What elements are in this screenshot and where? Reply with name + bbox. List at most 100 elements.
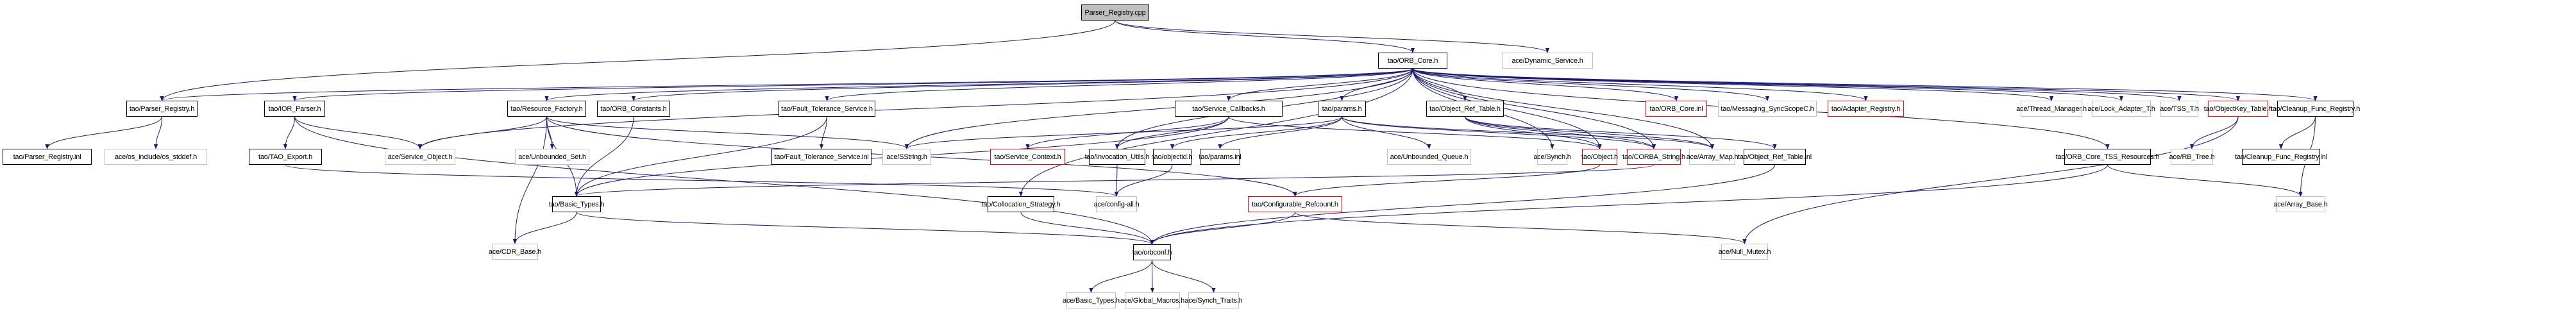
node-orb-core-tss-resources-h[interactable]: tao/ORB_Core_TSS_Resources.h [2056, 149, 2160, 165]
edge-orb_core_h-to-ft_service_h [825, 68, 1413, 101]
node-adapter-registry-h[interactable]: tao/Adapter_Registry.h [1828, 101, 1904, 117]
edge-orb_core_h-to-cleanup_func_h [1412, 68, 2318, 101]
node-service-callbacks-h[interactable]: tao/Service_Callbacks.h [1175, 101, 1283, 117]
node-params-h[interactable]: tao/params.h [1318, 101, 1366, 117]
edge-orb_core_h-to-messaging_syncscope [1412, 68, 1770, 101]
node-array-base-h: ace/Array_Base.h [2273, 196, 2328, 212]
node-unbounded-set-h: ace/Unbounded_Set.h [515, 149, 589, 165]
node-orb-constants-h[interactable]: tao/ORB_Constants.h [597, 101, 670, 117]
edge-resource_factory-to-service_object [417, 116, 547, 149]
node-tao-export-h[interactable]: tao/TAO_Export.h [249, 149, 322, 165]
edge-collocation_strategy-to-orbconf [1020, 212, 1154, 245]
edge-parser_registry_h-to-os_stddef [153, 116, 162, 149]
edge-service_callbacks-to-object_h [1228, 116, 1602, 149]
edge-root-to-parser_registry_h [160, 20, 1116, 101]
edge-resource_factory-to-unbounded_set [546, 116, 555, 149]
edge-orb_core_h-to-adapter_registry [1412, 68, 1868, 101]
node-lock-adapter-t-h: ace/Lock_Adapter_T.h [2087, 101, 2155, 117]
node-global-macros-h: ace/Global_Macros.h [1120, 292, 1184, 308]
edge-orb_core_h-to-orb_constants [632, 68, 1413, 101]
node-orb-core-h[interactable]: tao/ORB_Core.h [1378, 53, 1447, 69]
node-orb-core-inl[interactable]: tao/ORB_Core.inl [1646, 101, 1707, 117]
node-parser-registry-h[interactable]: tao/Parser_Registry.h [126, 101, 198, 117]
edge-object_ref_table_h-to-corba_string [1465, 116, 1656, 149]
edge-object_ref_table_inl-to-orbconf [1150, 164, 1775, 245]
node-fault-tolerance-service-h[interactable]: tao/Fault_Tolerance_Service.h [779, 101, 875, 117]
node-cleanup-func-registry-h[interactable]: tao/Cleanup_Func_Registry.h [2271, 101, 2360, 117]
edge-root-to-orb_core_h [1115, 20, 1415, 53]
edge-objectkey_table-to-null_mutex [1742, 116, 2239, 244]
edge-root-to-dynamic_service [1115, 20, 1550, 53]
edge-orbconf-to-synch_traits [1152, 260, 1216, 293]
edge-orb_core_h-to-objectkey_table [1412, 68, 2240, 101]
node-ior-parser-h[interactable]: tao/IOR_Parser.h [264, 101, 325, 117]
edge-orb_core_h-to-lock_adapter [1412, 68, 2123, 101]
node-collocation-strategy-h[interactable]: tao/Collocation_Strategy.h [982, 196, 1061, 212]
edge-orb_core_h-to-corba_string [1412, 68, 1656, 149]
node-resource-factory-h[interactable]: tao/Resource_Factory.h [507, 101, 586, 117]
edge-resource_factory-to-sstring [546, 116, 909, 149]
edge-corba_string-to-tao_basic_types [575, 164, 1654, 197]
node-object-h[interactable]: tao/Object.h [1581, 149, 1618, 165]
edge-object_ref_table_h-to-array_map [1465, 116, 1715, 149]
edge-orbconf-to-global_macros [1150, 260, 1155, 293]
edge-ft_service_h-to-ft_service_inl [819, 116, 827, 149]
node-object-ref-table-inl[interactable]: tao/Object_Ref_Table.inl [1738, 149, 1812, 165]
node-corba-string-h[interactable]: tao/CORBA_String.h [1622, 149, 1685, 165]
edge-orb_core_tss-to-orbconf [1150, 164, 2108, 245]
edge-orb_core_h-to-orb_core_inl [1412, 68, 1679, 101]
node-dynamic-service-h: ace/Dynamic_Service.h [1502, 53, 1593, 69]
node-os-stddef-h: ace/os_include/os_stddef.h [105, 149, 207, 165]
node-unbounded-queue-h: ace/Unbounded_Queue.h [1387, 149, 1471, 165]
node-cdr-base-h: ace/CDR_Base.h [489, 244, 541, 260]
edge-ior_parser-to-orbconf [294, 116, 1154, 245]
node-synch-h: ace/Synch.h [1533, 149, 1571, 165]
node-fault-tolerance-service-inl[interactable]: tao/Fault_Tolerance_Service.inl [771, 149, 871, 165]
edge-configurable_refcount-to-orbconf [1150, 212, 1295, 245]
edge-orb_core_h-to-array_map [1412, 68, 1715, 149]
edge-orb_core_h-to-object_h [1412, 68, 1602, 149]
edge-objectkey_table-to-rb_tree [2189, 116, 2239, 149]
node-cleanup-func-registry-inl[interactable]: tao/Cleanup_Func_Registry.inl [2235, 149, 2327, 165]
edge-object_ref_table_h-to-object_h [1465, 116, 1602, 149]
node-ace-basic-types-h: ace/Basic_Types.h [1063, 292, 1120, 308]
edge-params_h-to-unbounded_queue [1342, 116, 1431, 149]
edge-configurable_refcount-to-null_mutex [1295, 212, 1747, 244]
edge-ior_parser-to-service_object [294, 116, 423, 149]
node-parser-registry-cpp: Parser_Registry.cpp [1081, 4, 1149, 21]
node-objectid-h[interactable]: tao/objectid.h [1152, 149, 1193, 165]
node-array-map-h: ace/Array_Map.h [1687, 149, 1738, 165]
edge-params_h-to-array_map [1342, 116, 1715, 149]
edge-orb_core_h-to-tss_t [1412, 68, 2182, 101]
node-invocation-utils-h[interactable]: tao/Invocation_Utils.h [1085, 149, 1150, 165]
edge-object_h-to-configurable_refcount [1293, 164, 1600, 197]
node-tao-basic-types-h[interactable]: tao/Basic_Types.h [549, 196, 604, 212]
edge-params_h-to-params_inl [1218, 116, 1342, 149]
node-object-ref-table-h[interactable]: tao/Object_Ref_Table.h [1426, 101, 1504, 117]
edge-params_h-to-objectid [1170, 116, 1342, 149]
edge-orb_core_h-to-parser_registry_h [160, 68, 1413, 101]
edge-resource_factory-to-cdr_base [512, 116, 547, 244]
edge-orb_core_h-to-ior_parser [292, 68, 1413, 101]
node-parser-registry-inl[interactable]: tao/Parser_Registry.inl [3, 149, 92, 165]
edge-ior_parser-to-tao_export [283, 116, 295, 149]
edge-objectid-to-config_all [1114, 164, 1173, 197]
node-messaging-syncscopec-h: tao/Messaging_SyncScopeC.h [1718, 101, 1817, 117]
node-orbconf-h[interactable]: tao/orbconf.h [1132, 244, 1172, 260]
edge-tao_export-to-config_all [285, 164, 1118, 197]
edge-orb_core_tss-to-array_base [2107, 164, 2303, 197]
edge-orbconf-to-ace_basic_types [1089, 260, 1152, 293]
edge-orb_constants-to-tao_basic_types [574, 116, 634, 197]
node-service-context-h[interactable]: tao/Service_Context.h [990, 149, 1065, 165]
node-objectkey-table-h[interactable]: tao/ObjectKey_Table.h [2204, 101, 2272, 117]
node-service-object-h: ace/Service_Object.h [385, 149, 455, 165]
node-params-inl[interactable]: tao/params.inl [1199, 149, 1242, 165]
node-null-mutex-h: ace/Null_Mutex.h [1719, 244, 1771, 260]
edge-orb_core_h-to-object_ref_table_h [1412, 68, 1467, 101]
edge-tao_basic_types-to-cdr_base [512, 212, 577, 244]
edge-tao_basic_types-to-orbconf [576, 212, 1154, 245]
node-config-all-h: ace/config-all.h [1094, 196, 1140, 212]
node-configurable-refcount-h[interactable]: tao/Configurable_Refcount.h [1248, 196, 1342, 212]
